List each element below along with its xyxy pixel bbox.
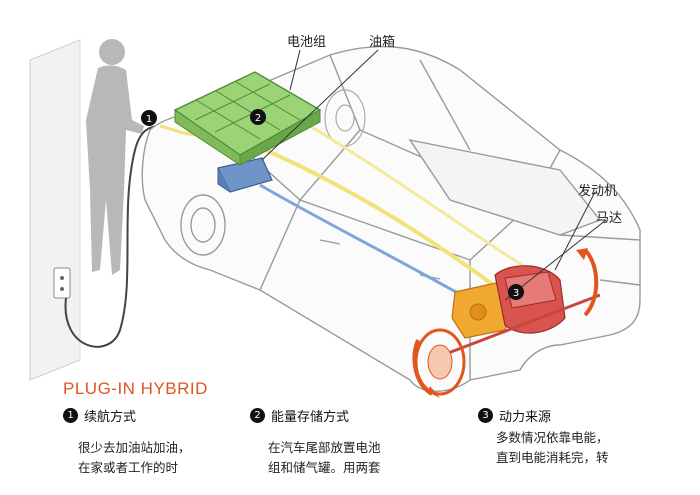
spare-tire — [324, 89, 366, 147]
label-battery-pack: 电池组 — [287, 35, 327, 50]
diagram-title: PLUG-IN HYBRID — [63, 379, 208, 398]
label-fuel-tank: 油箱 — [369, 35, 396, 50]
section-2-line-2: 组和储气罐。用两套 — [268, 460, 381, 475]
person-silhouette — [86, 39, 144, 275]
section-3-heading: 3 动力来源 — [478, 406, 551, 425]
front-wheel — [412, 328, 466, 398]
section-1-line-2: 在家或者工作的时 — [78, 460, 179, 475]
section-1-body: 很少去加油站加油， 在家或者工作的时 — [78, 438, 191, 478]
battery-pack — [173, 71, 322, 166]
marker-2-text: 2 — [255, 113, 261, 124]
rotation-arrow-right — [576, 248, 599, 317]
section-1-number: 1 — [63, 408, 78, 423]
wire-blue — [259, 183, 471, 302]
marker-2: 2 — [250, 109, 266, 125]
section-3-number: 3 — [478, 408, 493, 423]
section-3-line-2: 直到电能消耗完，转 — [496, 450, 609, 465]
marker-1: 1 — [141, 110, 157, 126]
wire-yellow-2 — [299, 118, 531, 272]
section-2-heading: 2 能量存储方式 — [250, 406, 349, 425]
drive-shaft — [429, 293, 601, 362]
marker-1-text: 1 — [146, 114, 152, 125]
section-3-line-1: 多数情况依靠电能， — [496, 430, 609, 445]
marker-3: 3 — [508, 284, 524, 300]
marker-3-text: 3 — [513, 288, 519, 299]
label-motor: 马达 — [596, 211, 623, 226]
rear-wheel — [180, 194, 226, 256]
label-engine: 发动机 — [578, 184, 618, 199]
section-1-heading-text: 续航方式 — [84, 410, 137, 425]
section-3-body: 多数情况依靠电能， 直到电能消耗完，转 — [496, 428, 609, 468]
garage-wall — [29, 39, 81, 381]
section-2-line-1: 在汽车尾部放置电池 — [268, 440, 381, 455]
section-2-body: 在汽车尾部放置电池 组和储气罐。用两套 — [268, 438, 381, 478]
section-2-number: 2 — [250, 408, 265, 423]
section-3-heading-text: 动力来源 — [499, 410, 552, 425]
section-1-heading: 1 续航方式 — [63, 406, 136, 425]
wall-outlet — [53, 267, 71, 299]
charging-cable — [64, 125, 161, 348]
wire-yellow — [229, 133, 502, 292]
section-2-heading-text: 能量存储方式 — [271, 410, 350, 425]
section-1-line-1: 很少去加油站加油， — [78, 440, 191, 455]
